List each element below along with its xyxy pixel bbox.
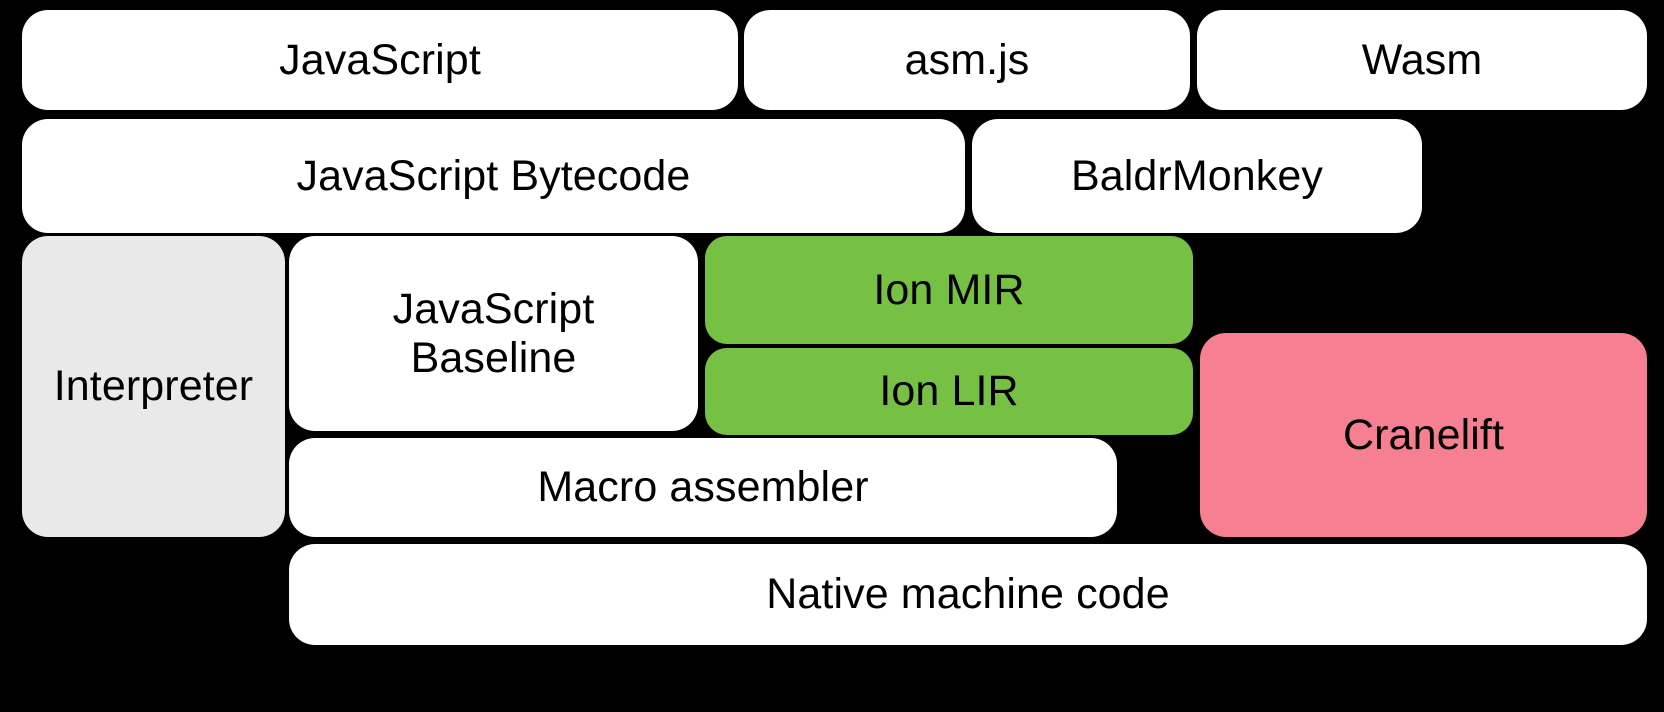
node-wasm[interactable]: Wasm	[1197, 10, 1647, 110]
node-interpreter[interactable]: Interpreter	[22, 236, 285, 537]
node-cranelift[interactable]: Cranelift	[1200, 333, 1647, 537]
node-javascript-bytecode[interactable]: JavaScript Bytecode	[22, 119, 965, 233]
node-javascript[interactable]: JavaScript	[22, 10, 738, 110]
node-ion-lir[interactable]: Ion LIR	[705, 348, 1193, 435]
node-baldrmonkey[interactable]: BaldrMonkey	[972, 119, 1422, 233]
node-native-machine-code[interactable]: Native machine code	[289, 544, 1647, 645]
node-asm-js[interactable]: asm.js	[744, 10, 1190, 110]
node-macro-assembler[interactable]: Macro assembler	[289, 438, 1117, 537]
node-ion-mir[interactable]: Ion MIR	[705, 236, 1193, 344]
node-javascript-baseline[interactable]: JavaScript Baseline	[289, 236, 698, 431]
